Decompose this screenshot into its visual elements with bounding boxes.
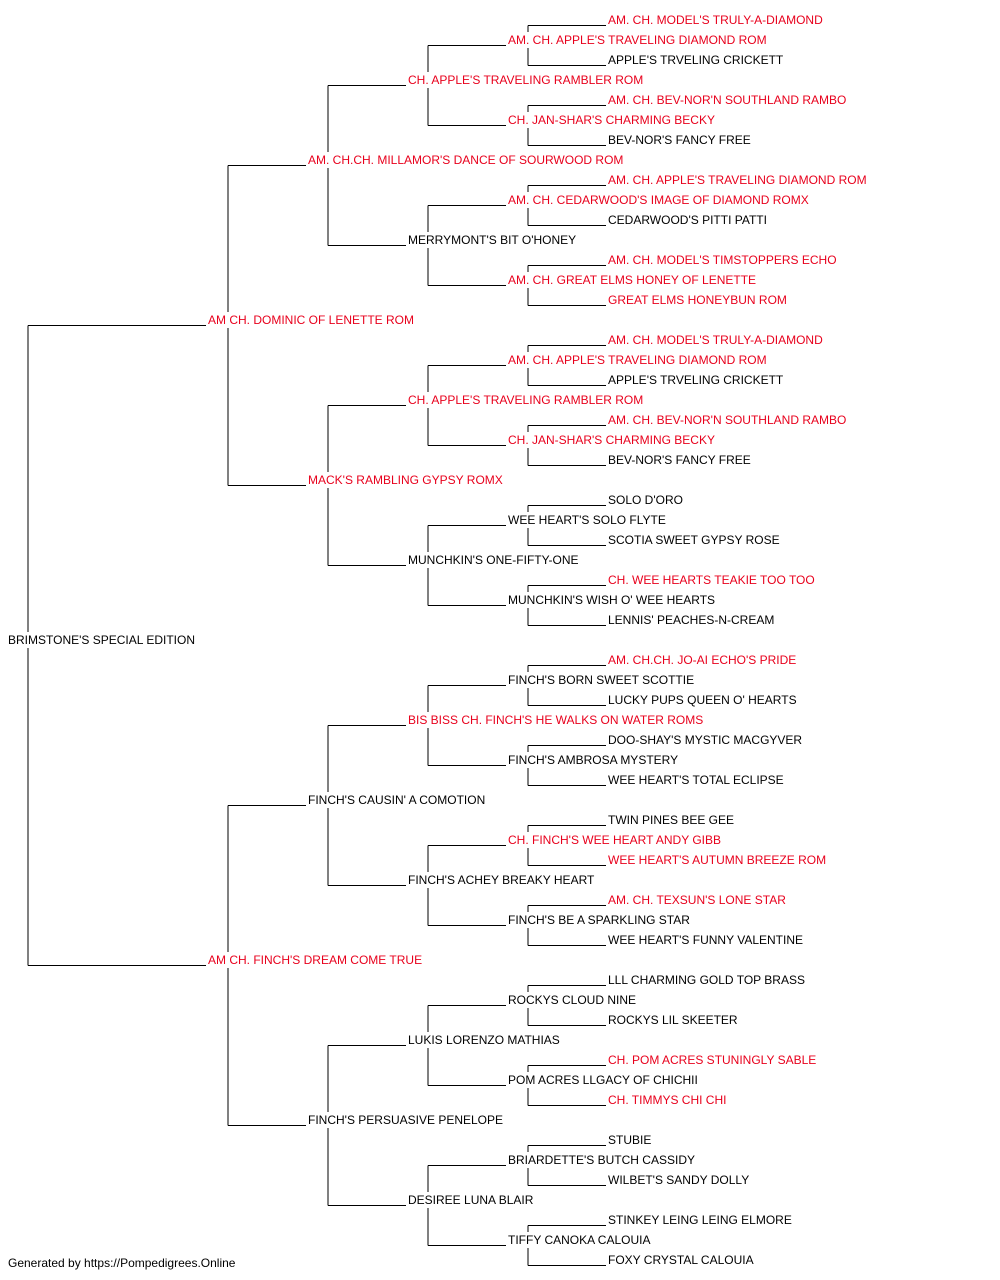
- pedigree-entry-gen2: FINCH'S PERSUASIVE PENELOPE: [308, 1113, 503, 1127]
- pedigree-entry-gen5: AM. CH. APPLE'S TRAVELING DIAMOND ROM: [608, 173, 867, 187]
- pedigree-entry-gen4: FINCH'S AMBROSA MYSTERY: [508, 753, 678, 767]
- pedigree-entry-gen3: BIS BISS CH. FINCH'S HE WALKS ON WATER R…: [408, 713, 703, 727]
- pedigree-entry-gen5: CH. WEE HEARTS TEAKIE TOO TOO: [608, 573, 815, 587]
- pedigree-entry-gen4: POM ACRES LLGACY OF CHICHII: [508, 1073, 698, 1087]
- pedigree-entry-gen3: LUKIS LORENZO MATHIAS: [408, 1033, 560, 1047]
- pedigree-entry-gen3: MERRYMONT'S BIT O'HONEY: [408, 233, 576, 247]
- pedigree-entry-gen5: ROCKYS LIL SKEETER: [608, 1013, 738, 1027]
- pedigree-entry-gen5: AM. CH. BEV-NOR'N SOUTHLAND RAMBO: [608, 413, 846, 427]
- pedigree-entry-gen3: MUNCHKIN'S ONE-FIFTY-ONE: [408, 553, 579, 567]
- pedigree-entry-gen1: AM CH. DOMINIC OF LENETTE ROM: [208, 313, 414, 327]
- pedigree-entry-gen5: LENNIS' PEACHES-N-CREAM: [608, 613, 774, 627]
- pedigree-entry-gen5: APPLE'S TRVELING CRICKETT: [608, 53, 784, 67]
- pedigree-entry-gen4: TIFFY CANOKA CALOUIA: [508, 1233, 650, 1247]
- pedigree-entry-gen1: AM CH. FINCH'S DREAM COME TRUE: [208, 953, 422, 967]
- pedigree-entry-gen5: FOXY CRYSTAL CALOUIA: [608, 1253, 754, 1267]
- pedigree-entry-gen4: FINCH'S BE A SPARKLING STAR: [508, 913, 690, 927]
- pedigree-entry-gen5: AM. CH. MODEL'S TRULY-A-DIAMOND: [608, 333, 823, 347]
- pedigree-entry-gen5: WEE HEART'S TOTAL ECLIPSE: [608, 773, 784, 787]
- pedigree-entry-gen5: AM. CH. TEXSUN'S LONE STAR: [608, 893, 786, 907]
- pedigree-entry-gen5: AM. CH. MODEL'S TIMSTOPPERS ECHO: [608, 253, 837, 267]
- pedigree-entry-gen5: CEDARWOOD'S PITTI PATTI: [608, 213, 767, 227]
- pedigree-entry-gen4: CH. JAN-SHAR'S CHARMING BECKY: [508, 433, 715, 447]
- pedigree-entry-gen5: CH. POM ACRES STUNINGLY SABLE: [608, 1053, 816, 1067]
- pedigree-entry-gen3: DESIREE LUNA BLAIR: [408, 1193, 534, 1207]
- pedigree-entry-gen5: DOO-SHAY'S MYSTIC MACGYVER: [608, 733, 802, 747]
- pedigree-entry-gen5: TWIN PINES BEE GEE: [608, 813, 734, 827]
- pedigree-entry-gen2: AM. CH.CH. MILLAMOR'S DANCE OF SOURWOOD …: [308, 153, 623, 167]
- pedigree-entry-gen2: FINCH'S CAUSIN' A COMOTION: [308, 793, 485, 807]
- generated-by-footer: Generated by https://Pompedigrees.Online: [8, 1256, 236, 1270]
- pedigree-entry-gen5: STUBIE: [608, 1133, 651, 1147]
- pedigree-entry-gen5: WEE HEART'S FUNNY VALENTINE: [608, 933, 803, 947]
- pedigree-entry-gen5: AM. CH. MODEL'S TRULY-A-DIAMOND: [608, 13, 823, 27]
- pedigree-entry-gen4: CH. JAN-SHAR'S CHARMING BECKY: [508, 113, 715, 127]
- pedigree-entry-gen5: BEV-NOR'S FANCY FREE: [608, 133, 751, 147]
- pedigree-entry-gen4: FINCH'S BORN SWEET SCOTTIE: [508, 673, 694, 687]
- pedigree-entry-gen5: WEE HEART'S AUTUMN BREEZE ROM: [608, 853, 826, 867]
- pedigree-entry-gen4: WEE HEART'S SOLO FLYTE: [508, 513, 666, 527]
- pedigree-entry-gen3: CH. APPLE'S TRAVELING RAMBLER ROM: [408, 73, 643, 87]
- pedigree-entry-gen4: MUNCHKIN'S WISH O' WEE HEARTS: [508, 593, 715, 607]
- pedigree-entry-gen4: ROCKYS CLOUD NINE: [508, 993, 636, 1007]
- pedigree-labels: BRIMSTONE'S SPECIAL EDITION AM CH. DOMINI…: [8, 13, 867, 1267]
- pedigree-entry-gen5: LLL CHARMING GOLD TOP BRASS: [608, 973, 805, 987]
- pedigree-entry-gen4: AM. CH. APPLE'S TRAVELING DIAMOND ROM: [508, 353, 767, 367]
- pedigree-entry-gen5: AM. CH.CH. JO-AI ECHO'S PRIDE: [608, 653, 796, 667]
- pedigree-entry-gen5: STINKEY LEING LEING ELMORE: [608, 1213, 792, 1227]
- pedigree-entry-gen5: AM. CH. BEV-NOR'N SOUTHLAND RAMBO: [608, 93, 846, 107]
- pedigree-connectors: [27, 25, 606, 1266]
- pedigree-entry-gen5: SOLO D'ORO: [608, 493, 683, 507]
- pedigree-entry-gen4: BRIARDETTE'S BUTCH CASSIDY: [508, 1153, 695, 1167]
- pedigree-entry-gen3: CH. APPLE'S TRAVELING RAMBLER ROM: [408, 393, 643, 407]
- pedigree-entry-gen5: CH. TIMMYS CHI CHI: [608, 1093, 726, 1107]
- pedigree-entry-gen3: FINCH'S ACHEY BREAKY HEART: [408, 873, 595, 887]
- pedigree-entry-gen5: WILBET'S SANDY DOLLY: [608, 1173, 749, 1187]
- pedigree-entry-gen4: AM. CH. APPLE'S TRAVELING DIAMOND ROM: [508, 33, 767, 47]
- pedigree-entry-gen5: LUCKY PUPS QUEEN O' HEARTS: [608, 693, 797, 707]
- pedigree-entry-gen5: BEV-NOR'S FANCY FREE: [608, 453, 751, 467]
- pedigree-entry-gen4: AM. CH. GREAT ELMS HONEY OF LENETTE: [508, 273, 756, 287]
- pedigree-entry-gen4: CH. FINCH'S WEE HEART ANDY GIBB: [508, 833, 721, 847]
- pedigree-entry-gen5: SCOTIA SWEET GYPSY ROSE: [608, 533, 780, 547]
- pedigree-entry-gen5: GREAT ELMS HONEYBUN ROM: [608, 293, 787, 307]
- pedigree-entry-gen2: MACK'S RAMBLING GYPSY ROMX: [308, 473, 503, 487]
- pedigree-entry-gen0: BRIMSTONE'S SPECIAL EDITION: [8, 633, 195, 647]
- pedigree-entry-gen4: AM. CH. CEDARWOOD'S IMAGE OF DIAMOND ROM…: [508, 193, 809, 207]
- pedigree-entry-gen5: APPLE'S TRVELING CRICKETT: [608, 373, 784, 387]
